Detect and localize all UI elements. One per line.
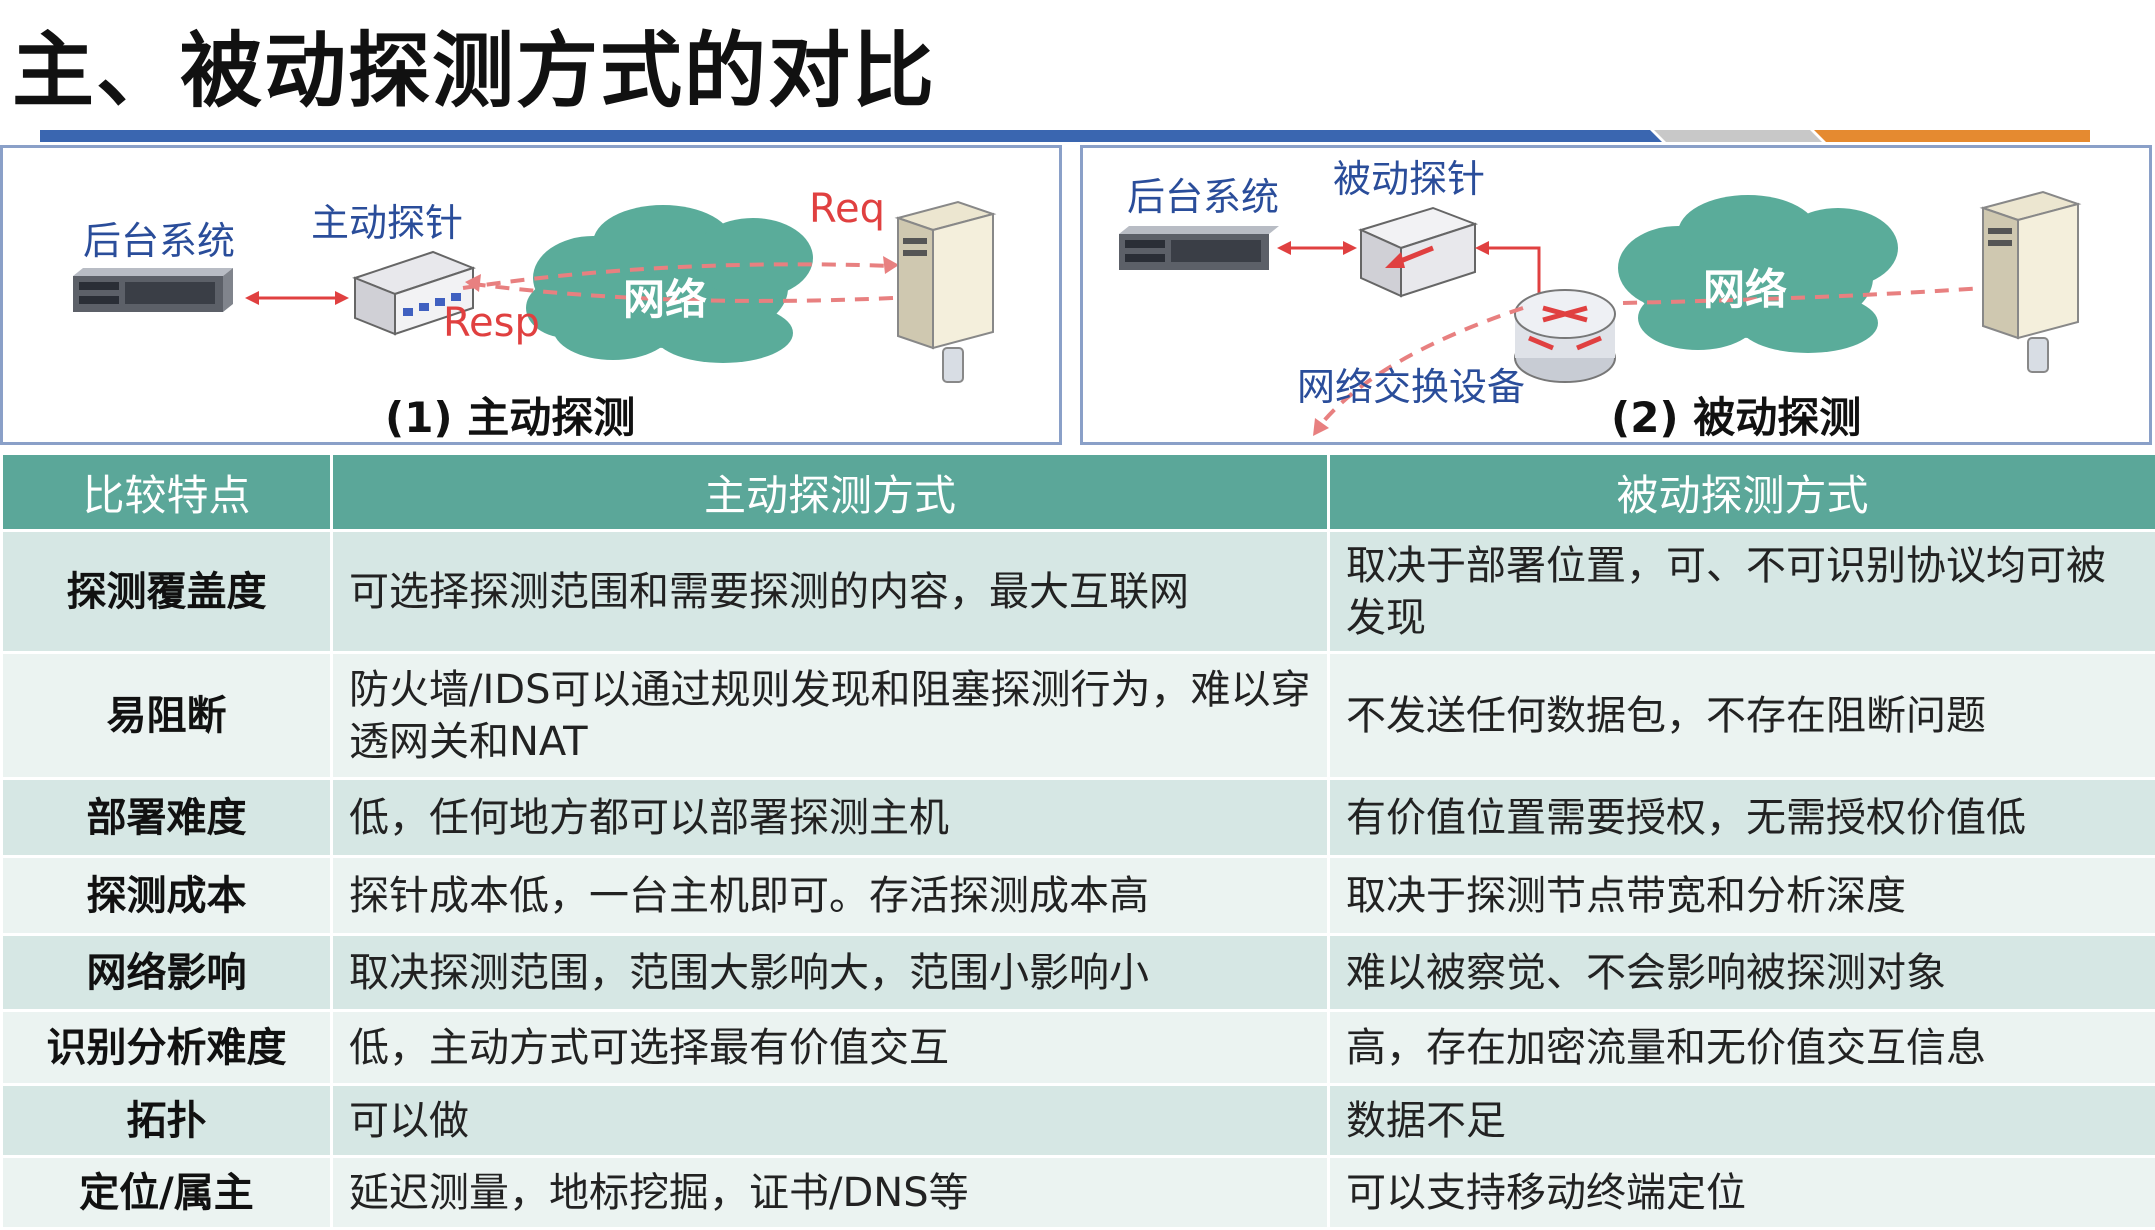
resp-label: Resp — [443, 300, 540, 346]
feature-cell: 识别分析难度 — [2, 1011, 332, 1085]
active-cell: 低，任何地方都可以部署探测主机 — [332, 779, 1329, 857]
server-rack-icon — [1119, 226, 1279, 270]
title-underline — [40, 130, 2090, 142]
active-cell: 可选择探测范围和需要探测的内容，最大互联网 — [332, 531, 1329, 653]
table-row: 探测覆盖度 可选择探测范围和需要探测的内容，最大互联网 取决于部署位置，可、不可… — [2, 531, 2155, 653]
req-label: Req — [809, 186, 885, 232]
passive-caption: (2) 被动探测 — [1611, 384, 1861, 445]
feature-cell: 定位/属主 — [2, 1157, 332, 1229]
passive-cell: 可以支持移动终端定位 — [1329, 1157, 2155, 1229]
header-active: 主动探测方式 — [332, 454, 1329, 531]
passive-cell: 取决于部署位置，可、不可识别协议均可被发现 — [1329, 531, 2155, 653]
table-row: 拓扑 可以做 数据不足 — [2, 1085, 2155, 1157]
passive-probe-device-icon — [1361, 208, 1475, 296]
comparison-table: 比较特点 主动探测方式 被动探测方式 探测覆盖度 可选择探测范围和需要探测的内容… — [0, 452, 2155, 1230]
server-rack-icon — [73, 268, 233, 312]
header-passive: 被动探测方式 — [1329, 454, 2155, 531]
active-cell: 可以做 — [332, 1085, 1329, 1157]
feature-cell: 部署难度 — [2, 779, 332, 857]
passive-cell: 数据不足 — [1329, 1085, 2155, 1157]
network-switch-icon — [1515, 290, 1615, 382]
passive-cell: 高，存在加密流量和无价值交互信息 — [1329, 1011, 2155, 1085]
feature-cell: 易阻断 — [2, 653, 332, 779]
passive-probing-diagram: 后台系统 被动探针 网络 网络交换设备 (2) 被动探测 — [1080, 145, 2152, 445]
feature-cell: 探测成本 — [2, 857, 332, 935]
active-probing-diagram: 后台系统 主动探针 Req Resp 网络 (1) 主动探测 — [0, 145, 1062, 445]
passive-cell: 不发送任何数据包，不存在阻断问题 — [1329, 653, 2155, 779]
feature-cell: 探测覆盖度 — [2, 531, 332, 653]
active-cell: 低，主动方式可选择最有价值交互 — [332, 1011, 1329, 1085]
page-title: 主、被动探测方式的对比 — [12, 4, 936, 123]
backend-system-label: 后台系统 — [1127, 166, 1279, 221]
backend-system-label: 后台系统 — [83, 210, 235, 265]
table-row: 探测成本 探针成本低，一台主机即可。存活探测成本高 取决于探测节点带宽和分析深度 — [2, 857, 2155, 935]
feature-cell: 网络影响 — [2, 935, 332, 1011]
network-switch-label: 网络交换设备 — [1297, 356, 1525, 411]
active-cell: 延迟测量，地标挖掘，证书/DNS等 — [332, 1157, 1329, 1229]
header-feature: 比较特点 — [2, 454, 332, 531]
table-header-row: 比较特点 主动探测方式 被动探测方式 — [2, 454, 2155, 531]
table-row: 识别分析难度 低，主动方式可选择最有价值交互 高，存在加密流量和无价值交互信息 — [2, 1011, 2155, 1085]
target-server-icon — [1983, 192, 2078, 372]
feature-cell: 拓扑 — [2, 1085, 332, 1157]
table-row: 网络影响 取决探测范围，范围大影响大，范围小影响小 难以被察觉、不会影响被探测对… — [2, 935, 2155, 1011]
table-row: 部署难度 低，任何地方都可以部署探测主机 有价值位置需要授权，无需授权价值低 — [2, 779, 2155, 857]
passive-cell: 难以被察觉、不会影响被探测对象 — [1329, 935, 2155, 1011]
passive-probe-label: 被动探针 — [1333, 148, 1485, 203]
active-cell: 取决探测范围，范围大影响大，范围小影响小 — [332, 935, 1329, 1011]
network-label: 网络 — [623, 266, 707, 327]
passive-cell: 有价值位置需要授权，无需授权价值低 — [1329, 779, 2155, 857]
active-cell: 防火墙/IDS可以通过规则发现和阻塞探测行为，难以穿透网关和NAT — [332, 653, 1329, 779]
active-caption: (1) 主动探测 — [385, 384, 635, 445]
active-probe-label: 主动探针 — [311, 192, 463, 247]
active-cell: 探针成本低，一台主机即可。存活探测成本高 — [332, 857, 1329, 935]
passive-cell: 取决于探测节点带宽和分析深度 — [1329, 857, 2155, 935]
network-label: 网络 — [1703, 256, 1787, 317]
target-server-icon — [898, 202, 993, 382]
table-row: 定位/属主 延迟测量，地标挖掘，证书/DNS等 可以支持移动终端定位 — [2, 1157, 2155, 1229]
table-row: 易阻断 防火墙/IDS可以通过规则发现和阻塞探测行为，难以穿透网关和NAT 不发… — [2, 653, 2155, 779]
